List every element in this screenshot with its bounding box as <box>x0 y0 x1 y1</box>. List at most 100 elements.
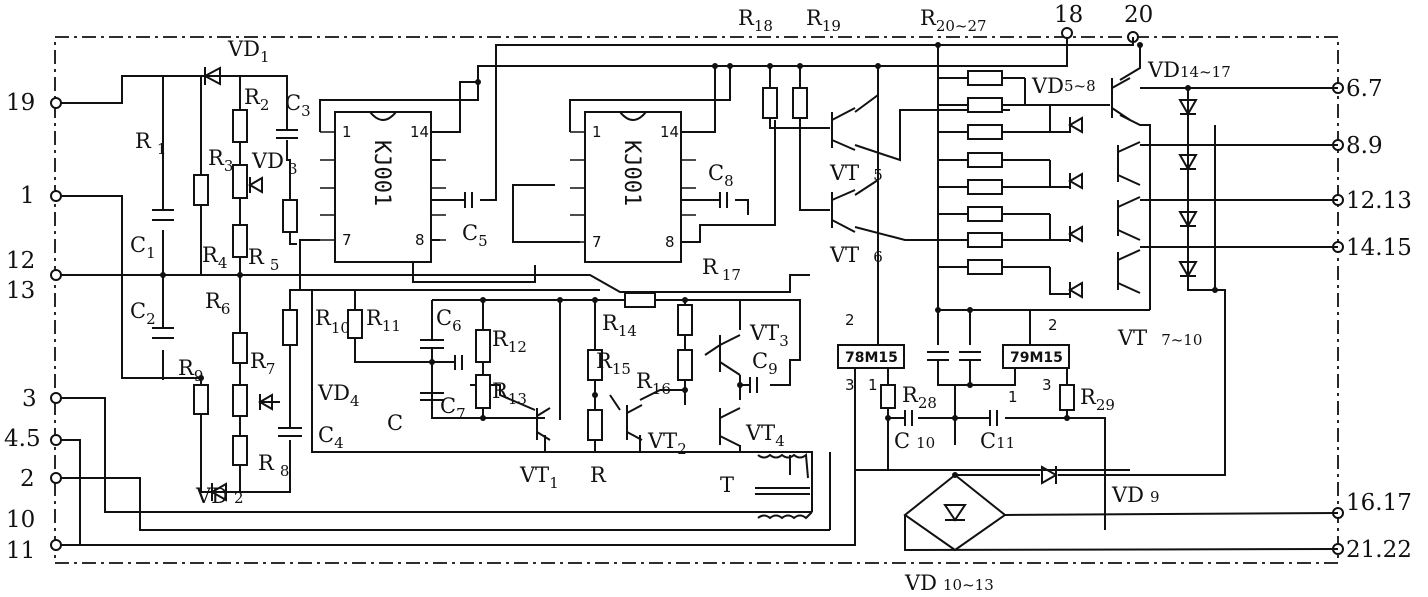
label-c11: C11 <box>980 429 1015 453</box>
label-c8-upper: C8 <box>708 161 734 190</box>
label-vd5-8: VD5~8 <box>1031 74 1096 98</box>
regulator-78m15 <box>837 344 905 369</box>
diodes <box>202 66 1198 522</box>
label-vd4: VD4 <box>317 381 360 410</box>
transformer-t <box>755 453 813 520</box>
transistors <box>536 77 1141 447</box>
terminal-label-13: 13 <box>6 278 35 304</box>
label-vt3: VT3 <box>749 321 789 350</box>
label-r16: R16 <box>636 369 671 398</box>
label-c3: C3 <box>285 91 311 120</box>
ic1-pin7: 7 <box>342 231 352 249</box>
label-r2: R2 <box>244 85 269 114</box>
terminal-label-18: 18 <box>1054 2 1083 28</box>
left-terminals <box>50 97 62 551</box>
label-c2: C2 <box>130 299 156 328</box>
label-r12: R12 <box>492 327 527 356</box>
label-r9: R9 <box>178 356 203 385</box>
label-r18: R18 <box>738 6 773 35</box>
label-r6: R6 <box>205 289 230 318</box>
label-vt1: VT1 <box>519 463 559 492</box>
reg1-pin3: 3 <box>845 376 855 394</box>
reg2-pin1: 1 <box>1008 388 1018 406</box>
terminal-label-8-9: 8.9 <box>1346 133 1383 159</box>
ic1-pin8: 8 <box>415 231 425 249</box>
label-r15: R15 <box>596 349 631 378</box>
regulator-79m15 <box>1002 344 1070 369</box>
terminal-label-12-13: 12.13 <box>1346 188 1412 214</box>
enclosure-border <box>54 36 1339 564</box>
ic2-label: KJ001 <box>619 140 644 206</box>
top-terminals <box>1061 27 1139 43</box>
capacitors <box>152 129 998 437</box>
reg2-label: 79M15 <box>1010 350 1063 366</box>
reg1-pin2: 2 <box>845 311 855 329</box>
ic1-pin14: 14 <box>410 123 429 141</box>
label-c4: C4 <box>318 423 344 452</box>
label-r14: R14 <box>602 311 637 340</box>
terminal-label-14-15: 14.15 <box>1346 235 1412 261</box>
ic-kj001-1 <box>320 111 446 263</box>
label-c9: C9 <box>752 349 778 378</box>
label-r13: R13 <box>492 379 527 408</box>
terminal-label-4-5: 4.5 <box>4 426 41 452</box>
label-c1: C1 <box>130 233 156 262</box>
ic2-pin1: 1 <box>592 123 602 141</box>
terminal-label-3: 3 <box>22 386 37 412</box>
label-r4: R4 <box>202 243 227 272</box>
label-vd14-17: VD14~17 <box>1147 58 1231 82</box>
label-r10: R10 <box>315 306 350 337</box>
label-r20-27: R20~27 <box>920 6 987 35</box>
ic1-label: KJ001 <box>369 140 394 206</box>
junctions <box>160 42 1218 478</box>
terminal-label-11: 11 <box>6 538 35 564</box>
reg2-pin2: 2 <box>1048 316 1058 334</box>
terminal-label-10: 10 <box>6 507 35 533</box>
wiring <box>61 37 1339 552</box>
label-vd1: VD1 <box>227 37 270 66</box>
label-c7: C7 <box>440 394 466 423</box>
label-r28: R28 <box>902 383 937 412</box>
terminal-label-2: 2 <box>20 466 35 492</box>
ic2-pin14: 14 <box>660 123 679 141</box>
terminal-label-21-22: 21.22 <box>1346 537 1412 563</box>
label-r: R <box>590 463 607 487</box>
reg2-pin3: 3 <box>1042 376 1052 394</box>
resistors <box>193 70 1075 466</box>
ic2-pin7: 7 <box>592 233 602 251</box>
label-vt4: VT4 <box>745 421 785 450</box>
terminal-label-16-17: 16.17 <box>1346 490 1412 516</box>
label-r7: R7 <box>250 349 275 378</box>
label-r11: R11 <box>366 306 401 335</box>
reg1-pin1: 1 <box>868 376 878 394</box>
terminal-label-1: 1 <box>20 183 35 209</box>
label-vt2: VT2 <box>647 429 687 458</box>
terminal-label-12: 12 <box>6 248 35 274</box>
terminal-label-19: 19 <box>6 90 35 116</box>
label-c: C <box>387 411 403 435</box>
label-t: T <box>720 473 734 497</box>
terminal-label-20: 20 <box>1124 2 1153 28</box>
terminal-label-6-7: 6.7 <box>1346 76 1383 102</box>
ic1-pin1: 1 <box>342 123 352 141</box>
label-r19: R19 <box>806 6 841 35</box>
reg1-label: 78M15 <box>845 350 898 366</box>
label-c5: C5 <box>462 221 488 250</box>
label-r29: R29 <box>1080 385 1115 414</box>
label-r3: R3 <box>208 146 233 175</box>
ic2-pin8: 8 <box>665 233 675 251</box>
